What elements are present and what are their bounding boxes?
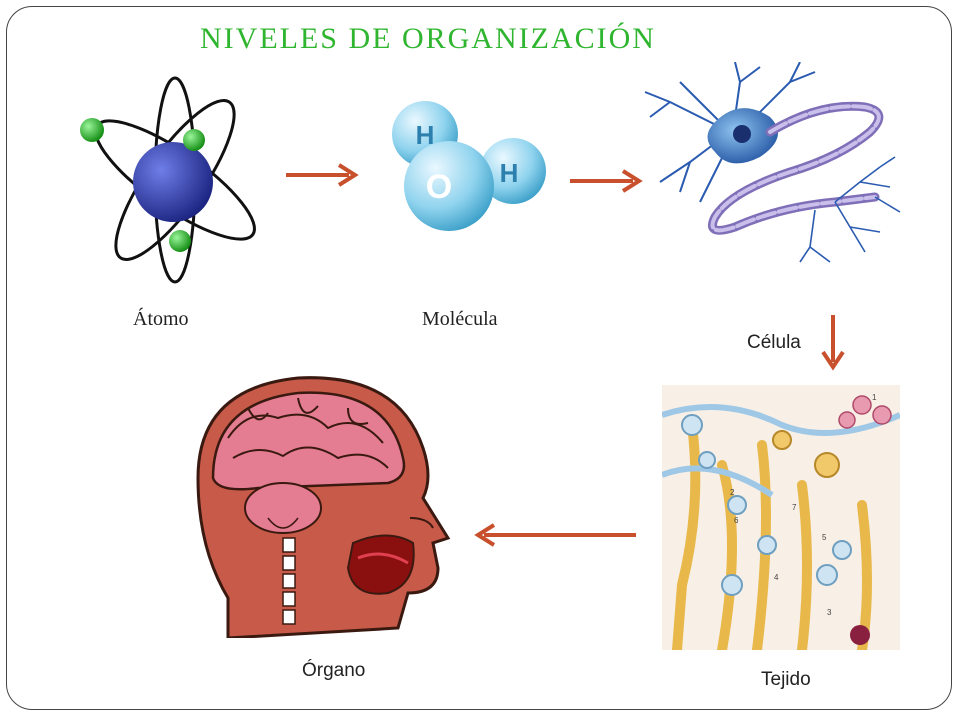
label-atom: Átomo [133,308,189,330]
arrow-left-icon [474,523,636,547]
nerve-tissue-icon: 1 2 3 4 5 6 7 [662,385,900,650]
tissue-number: 3 [827,608,832,617]
label-cell: Célula [747,332,801,353]
arrow-down-icon [821,315,845,371]
slide-frame [6,6,952,710]
tissue-number: 4 [774,573,779,582]
label-molecule: Molécula [422,308,498,330]
atom-icon [80,76,256,284]
molecule-letter: H [416,120,435,150]
tissue-number: 7 [792,503,797,512]
tissue-number: 5 [822,533,827,542]
arrow-right-icon [570,169,643,193]
molecule-letter: O [426,168,452,206]
tissue-number: 1 [872,393,877,402]
molecule-letter: H [500,158,519,188]
tissue-number: 2 [730,488,735,497]
tissue-number: 6 [734,516,739,525]
slide-title: Niveles de organización [200,22,656,55]
water-molecule-icon: H O H [392,101,546,231]
arrow-right-icon [286,163,359,187]
label-organ: Órgano [302,660,366,681]
label-tissue: Tejido [761,669,811,690]
neuron-icon [644,62,901,263]
head-brain-icon [188,368,458,638]
